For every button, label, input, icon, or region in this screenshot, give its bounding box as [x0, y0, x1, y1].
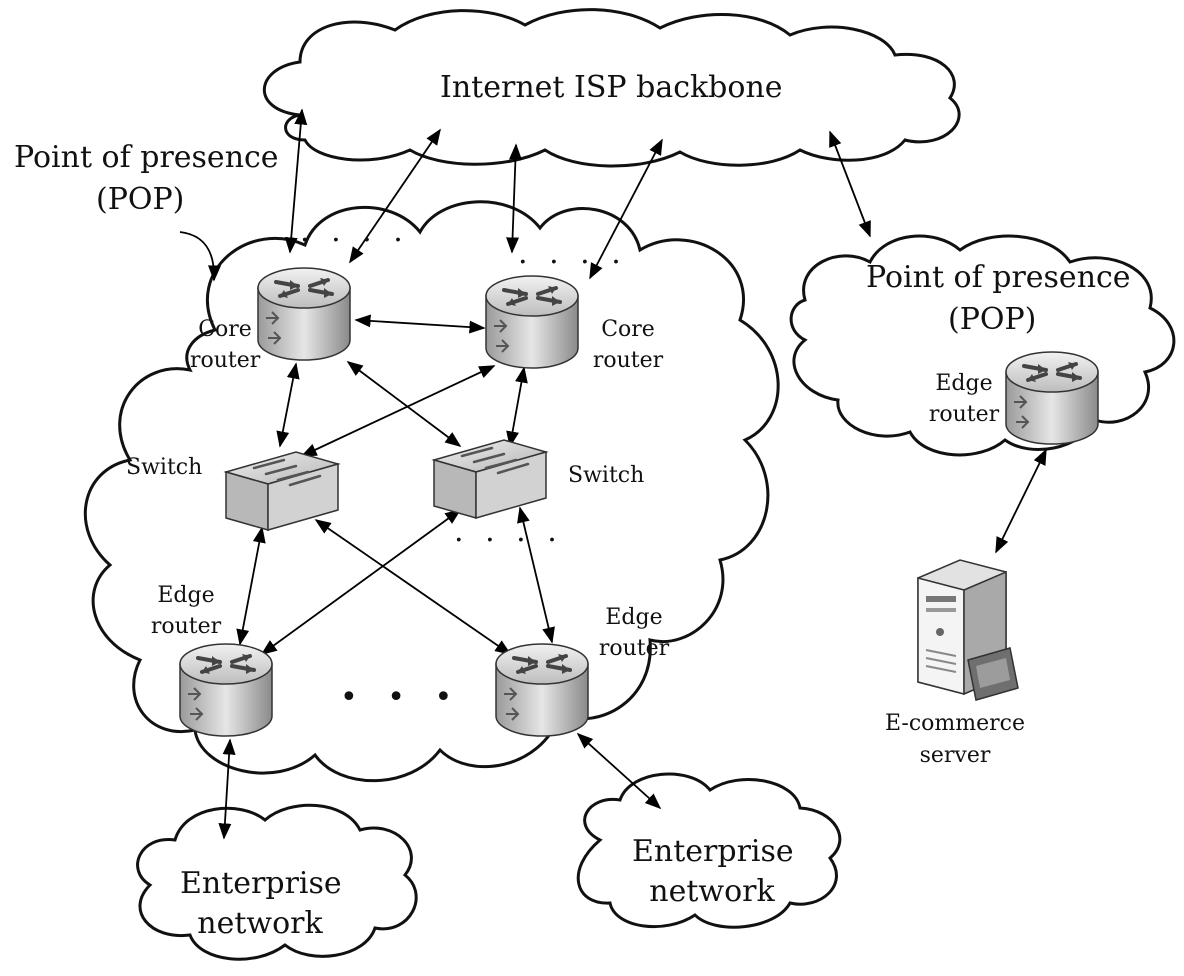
server-label-line2: server: [919, 743, 991, 768]
edge-router-pop-label-line2: router: [928, 402, 1000, 427]
enterprise-left-label-line2: network: [197, 906, 323, 941]
core-router-right-icon: [484, 274, 580, 370]
enterprise-left-label-line1: Enterprise: [180, 866, 342, 901]
isp-backbone-cloud: [262, 8, 961, 168]
pop-right-label-line1: Point of presence: [866, 260, 1131, 295]
link-coreR-switchR: [506, 366, 528, 448]
edge-router-pop-icon: [1004, 350, 1100, 446]
pop-callout-label-line2: (POP): [96, 182, 185, 217]
enterprise-right-label-line2: network: [649, 874, 775, 909]
link-edgeR-enterprise: [576, 732, 662, 810]
edge-router-right-icon: [494, 642, 590, 738]
core-router-left-icon: [256, 266, 352, 362]
edge-router-right-label-line2: router: [598, 636, 670, 661]
enterprise-cloud-left: [136, 803, 418, 961]
link-coreR-switchL: [300, 365, 496, 457]
link-core-right-backbone: [506, 143, 522, 254]
core-router-left-label-line2: router: [190, 348, 261, 373]
link-core-left-backbone: [284, 108, 308, 254]
edge-router-left-label-line2: router: [150, 614, 222, 639]
link-coreL-switchL: [276, 362, 300, 448]
enterprise-right-label-line1: Enterprise: [632, 834, 794, 869]
pop-right-label-line2: (POP): [948, 302, 1037, 337]
ellipsis-core-left: . . . .: [300, 214, 409, 249]
link-core-core: [354, 314, 486, 334]
pop-callout-label-line1: Point of presence: [14, 140, 279, 175]
core-router-left-label-line1: Core: [198, 317, 252, 342]
link-switchR-edgeR: [517, 506, 555, 644]
link-popedge-server: [995, 448, 1047, 554]
link-edgeL-enterprise: [218, 738, 236, 840]
link-switchL-edgeL: [236, 526, 266, 646]
edge-router-left-icon: [178, 642, 274, 738]
switch-right-label: Switch: [568, 463, 645, 488]
edge-router-right-label-line1: Edge: [605, 605, 663, 630]
backbone-label: Internet ISP backbone: [440, 70, 783, 105]
ecommerce-server-icon: [917, 559, 1019, 701]
switch-left-label: Switch: [126, 455, 203, 480]
link-core-right-backbone-2: [589, 138, 663, 280]
link-pop-right-backbone: [829, 130, 871, 238]
edge-router-left-label-line1: Edge: [157, 583, 215, 608]
server-label-line1: E-commerce: [884, 711, 1026, 736]
ellipsis-switch: . . . .: [454, 514, 563, 549]
ellipsis-core-right: . . . .: [518, 236, 627, 271]
link-core-left-backbone-2: [349, 128, 441, 264]
link-switchR-edgeL: [260, 509, 462, 655]
core-router-right-label-line1: Core: [601, 317, 655, 342]
ellipsis-edge: • • •: [340, 680, 463, 715]
edge-router-pop-label-line1: Edge: [935, 371, 993, 396]
core-router-right-label-line2: router: [592, 348, 664, 373]
pop-callout-arrow: [179, 231, 221, 282]
